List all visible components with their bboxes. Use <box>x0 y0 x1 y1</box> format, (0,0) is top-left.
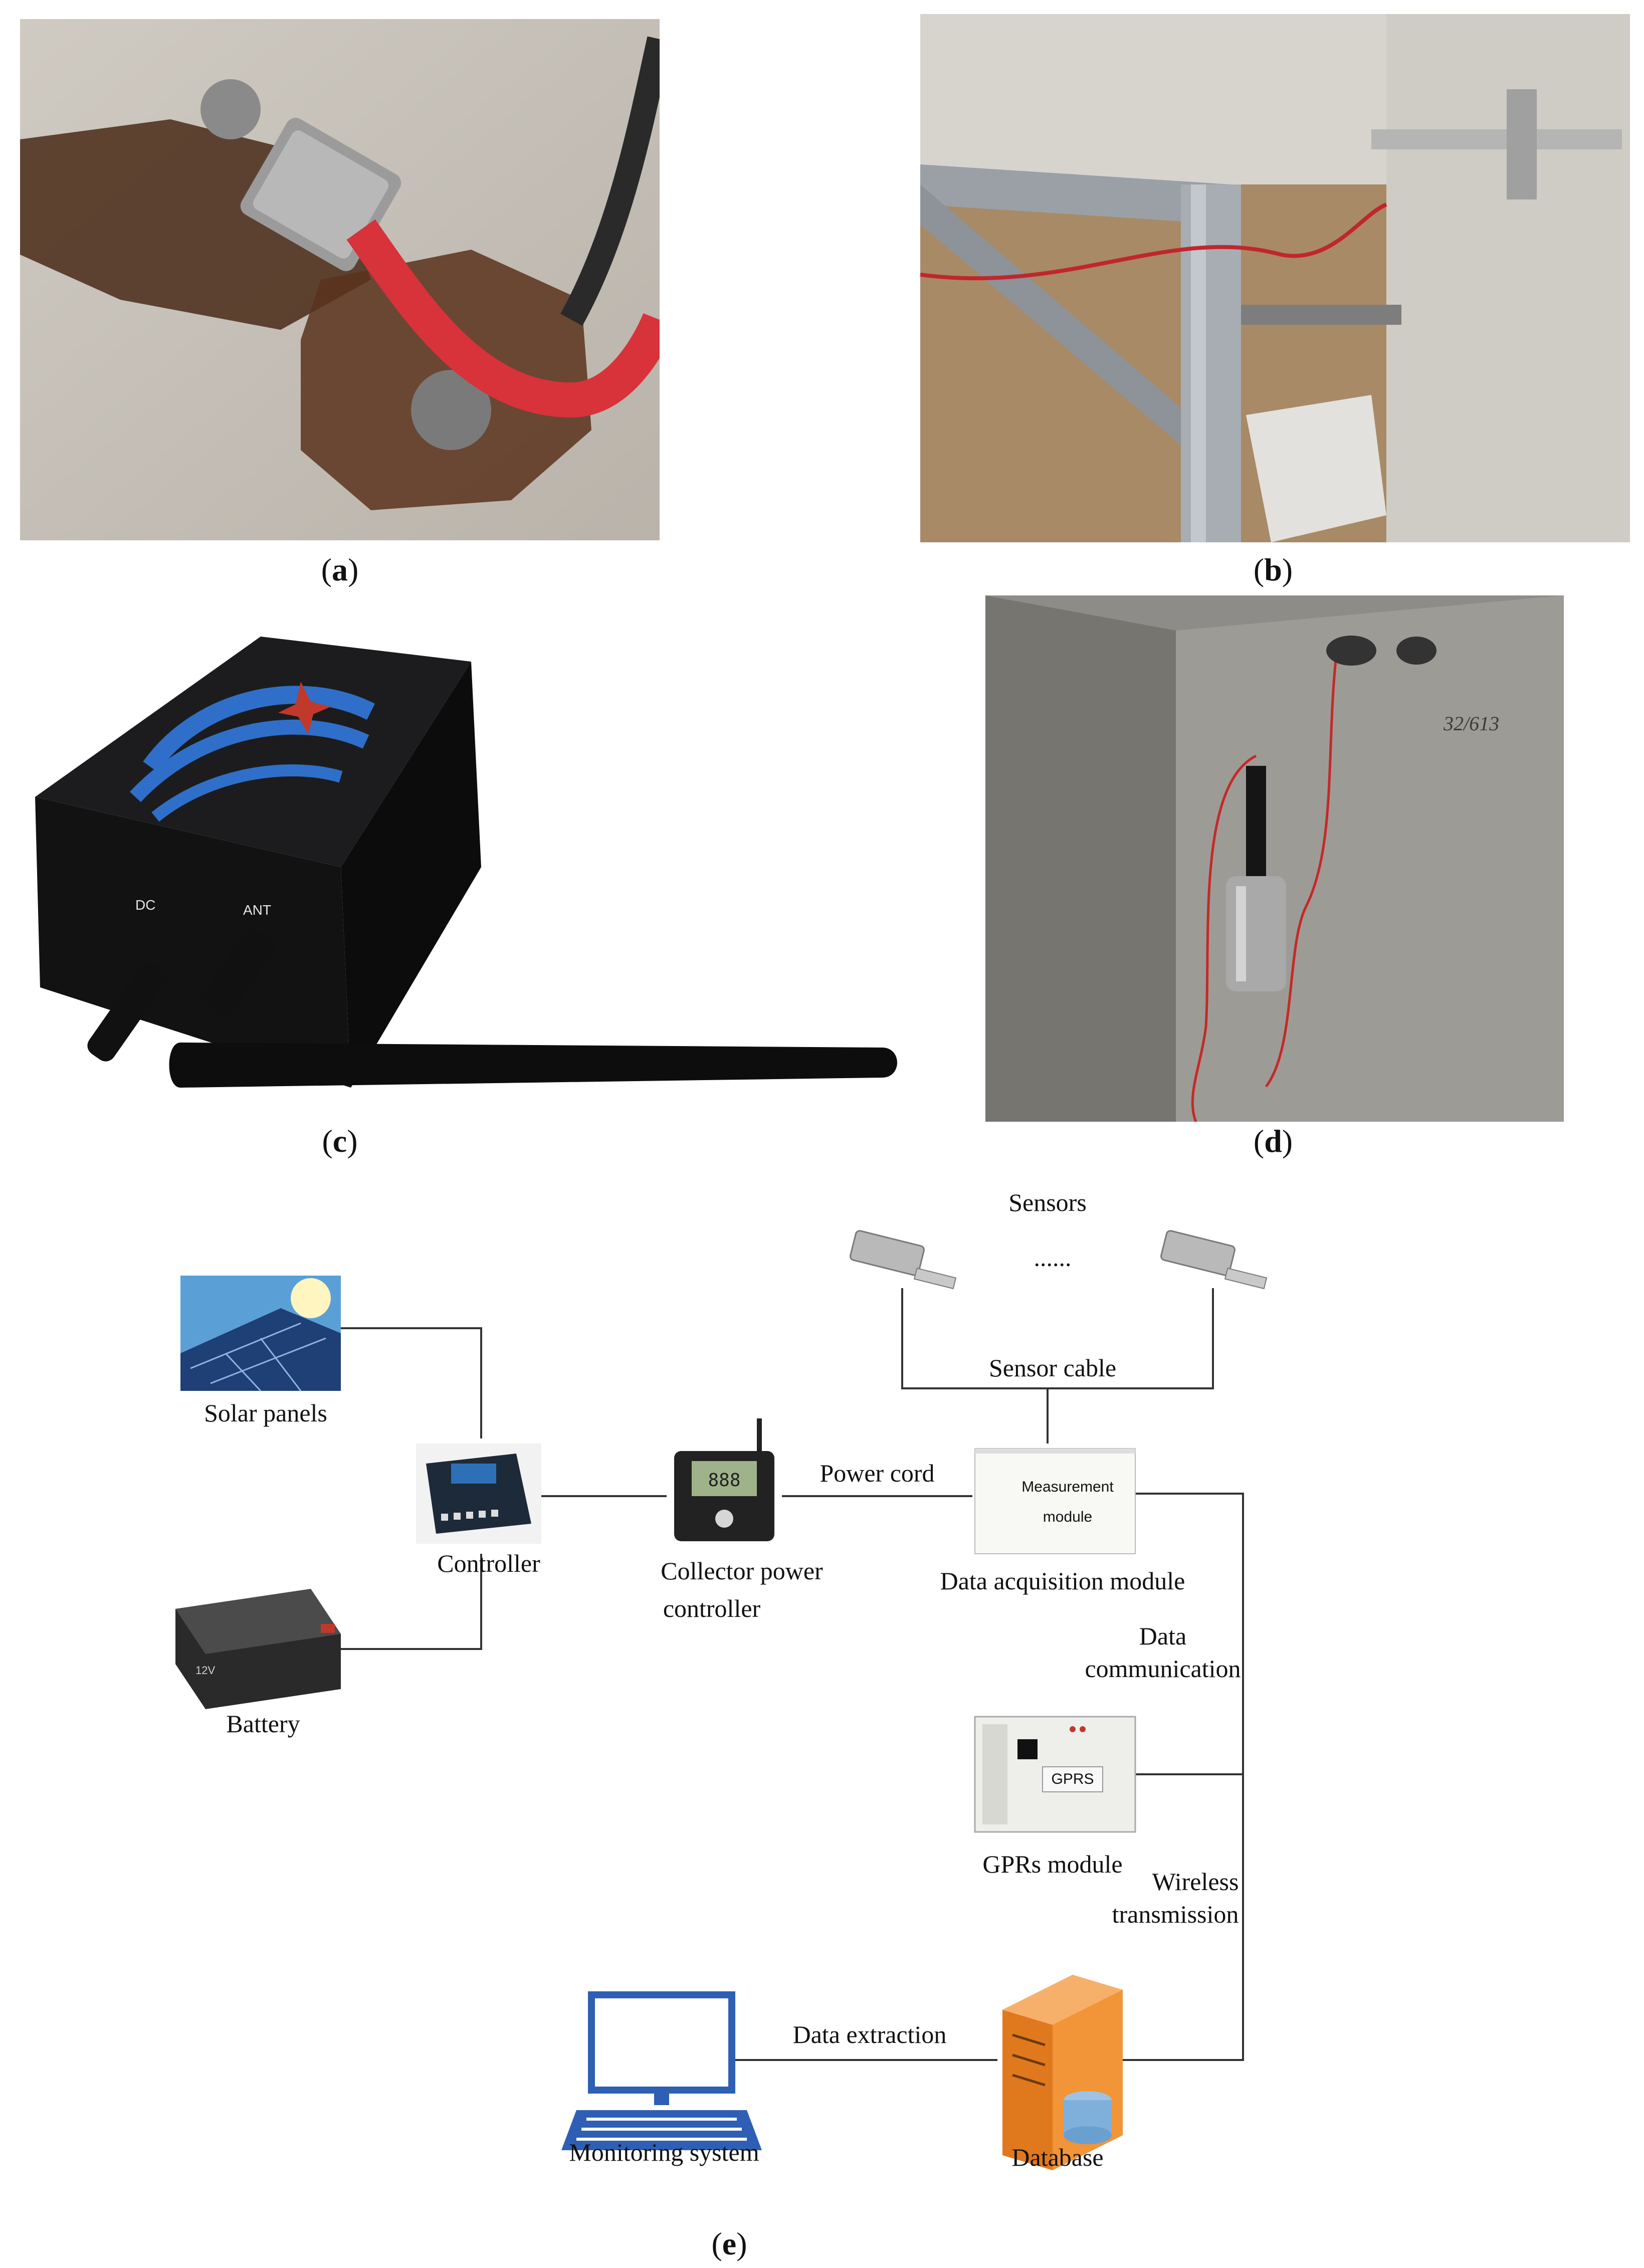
sensors-label: Sensors <box>1008 1188 1087 1216</box>
wireless-transmission-line1: Wireless <box>1152 1868 1239 1896</box>
photo-c-wireless-collector <box>20 606 912 1088</box>
gprs-box-label: GPRS <box>1051 1771 1094 1787</box>
collector-power-controller-icon: 888 <box>674 1418 774 1541</box>
caption-e: (e) <box>711 2226 747 2261</box>
sensor-cable-label: Sensor cable <box>988 1354 1117 1382</box>
power-cord-label: Power cord <box>819 1459 935 1487</box>
controller-icon <box>416 1444 541 1544</box>
battery-label: Battery <box>226 1710 300 1738</box>
data-communication-line1: Data <box>1139 1622 1187 1650</box>
data-acquisition-label: Data acquisition module <box>940 1567 1185 1595</box>
svg-text:12V: 12V <box>195 1664 215 1677</box>
database-label: Database <box>1011 2143 1104 2171</box>
measurement-label-line1: Measurement <box>1021 1479 1114 1495</box>
measurement-label-line2: module <box>1043 1509 1093 1525</box>
caption-b: (b) <box>1253 552 1293 587</box>
solar-panels-label: Solar panels <box>204 1399 327 1427</box>
caption-d: (d) <box>1253 1123 1293 1159</box>
sensor-icon-left <box>850 1230 957 1290</box>
gprs-module-icon <box>974 1716 1136 1833</box>
caption-a: (a) <box>321 552 359 587</box>
battery-icon: 12V <box>175 1589 341 1709</box>
collector-label-line2: controller <box>663 1594 761 1622</box>
controller-label: Controller <box>437 1549 540 1577</box>
monitoring-system-label: Monitoring system <box>569 2138 759 2166</box>
data-communication-line2: communication <box>1085 1655 1241 1683</box>
sensors-ellipsis: ...... <box>1034 1244 1072 1272</box>
sensor-icon-right <box>1160 1230 1268 1290</box>
photo-d-wall-sensor <box>985 595 1564 1122</box>
solar-panel-icon <box>180 1276 341 1392</box>
port-dc-label: DC <box>135 897 156 913</box>
monitoring-computer-icon <box>561 1991 762 2150</box>
port-ant-label: ANT <box>243 902 271 918</box>
svg-text:888: 888 <box>708 1470 740 1491</box>
data-extraction-label: Data extraction <box>792 2020 947 2048</box>
photo-b-bracket-sensor <box>920 14 1630 542</box>
handwriting-label: 32/613 <box>1444 712 1500 735</box>
database-server-icon <box>1002 1975 1123 2170</box>
data-acquisition-module-icon <box>974 1448 1136 1554</box>
gprs-module-label: GPRs module <box>982 1850 1123 1878</box>
photo-a-sensor-on-concrete <box>20 19 660 540</box>
caption-c: (c) <box>322 1123 358 1159</box>
collector-label-line1: Collector power <box>661 1557 823 1585</box>
wireless-transmission-line2: transmission <box>1112 1900 1239 1928</box>
